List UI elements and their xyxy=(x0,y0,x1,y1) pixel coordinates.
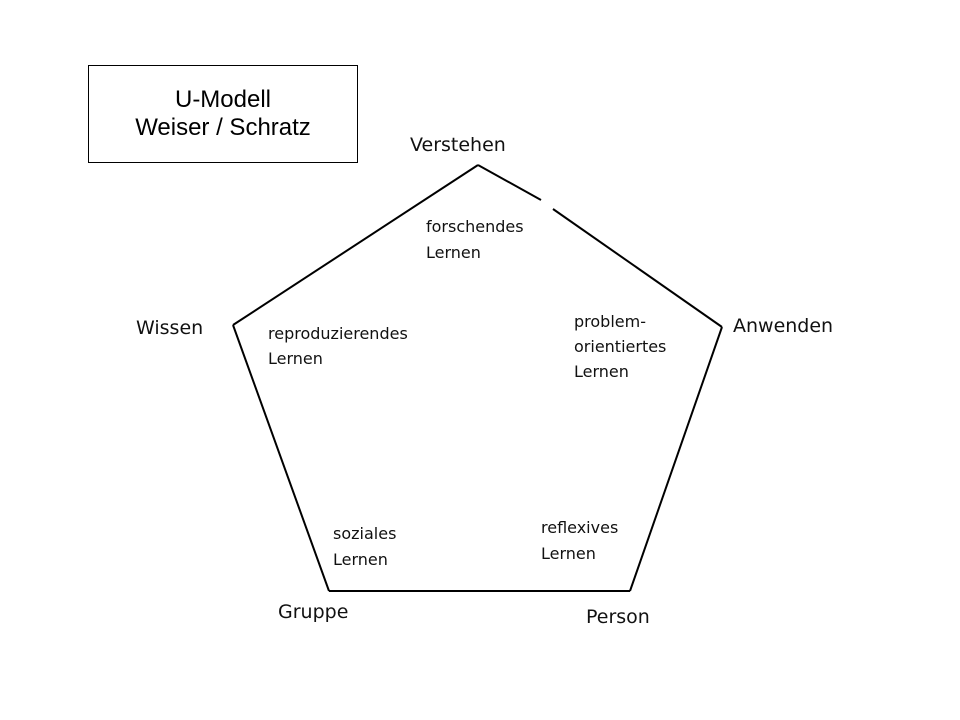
edge-left xyxy=(232,324,330,592)
edge-right xyxy=(629,326,723,592)
edge-top-right-lower xyxy=(552,208,723,328)
learning-right-line-3: Lernen xyxy=(574,362,629,381)
title-line-2: Weiser / Schratz xyxy=(135,114,311,141)
edge-top-left xyxy=(232,164,479,326)
vertex-label-top: Verstehen xyxy=(410,134,506,156)
title-line-1: U-Modell xyxy=(174,86,272,113)
learning-bottom-right-line-2: Lernen xyxy=(541,544,596,563)
learning-left-line-2: Lernen xyxy=(268,349,323,368)
learning-top-line-1: forschendes xyxy=(426,217,524,236)
edge-top-right-upper xyxy=(477,164,542,201)
vertex-label-bottom-left: Gruppe xyxy=(278,601,348,623)
learning-bottom-left-line-2: Lernen xyxy=(333,550,388,569)
vertex-label-right: Anwenden xyxy=(733,315,833,337)
learning-right-line-1: problem- xyxy=(574,312,646,331)
vertex-label-bottom-right: Person xyxy=(586,606,650,628)
title-box: U-Modell Weiser / Schratz xyxy=(88,65,358,163)
learning-bottom-right-line-1: reflexives xyxy=(541,518,618,537)
learning-top-line-2: Lernen xyxy=(426,243,481,262)
learning-right-line-2: orientiertes xyxy=(574,337,666,356)
learning-left-line-1: reproduzierendes xyxy=(268,324,408,343)
learning-bottom-left-line-1: soziales xyxy=(333,524,396,543)
vertex-label-left: Wissen xyxy=(136,317,203,339)
